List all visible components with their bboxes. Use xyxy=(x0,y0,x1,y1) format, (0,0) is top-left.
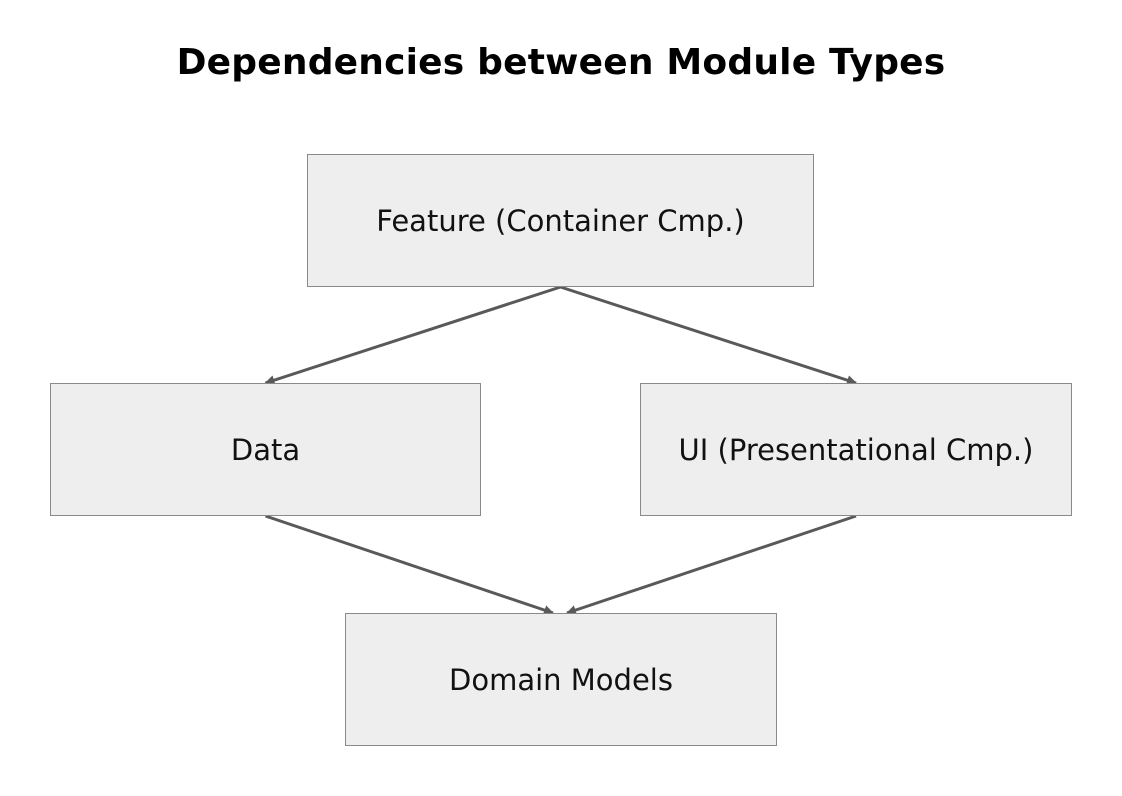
node-ui-label: UI (Presentational Cmp.) xyxy=(678,432,1034,467)
node-domain-label: Domain Models xyxy=(449,662,673,697)
node-domain[interactable]: Domain Models xyxy=(345,613,777,746)
edge-ui-to-domain xyxy=(566,514,857,615)
node-feature[interactable]: Feature (Container Cmp.) xyxy=(307,154,814,287)
edge-feature-to-data xyxy=(264,285,561,385)
edge-data-to-domain xyxy=(265,514,554,615)
node-ui[interactable]: UI (Presentational Cmp.) xyxy=(640,383,1072,516)
node-feature-label: Feature (Container Cmp.) xyxy=(376,203,745,238)
node-data[interactable]: Data xyxy=(50,383,481,516)
node-data-label: Data xyxy=(230,432,301,467)
diagram-title: Dependencies between Module Types xyxy=(176,42,946,83)
edge-feature-to-ui xyxy=(560,285,857,385)
